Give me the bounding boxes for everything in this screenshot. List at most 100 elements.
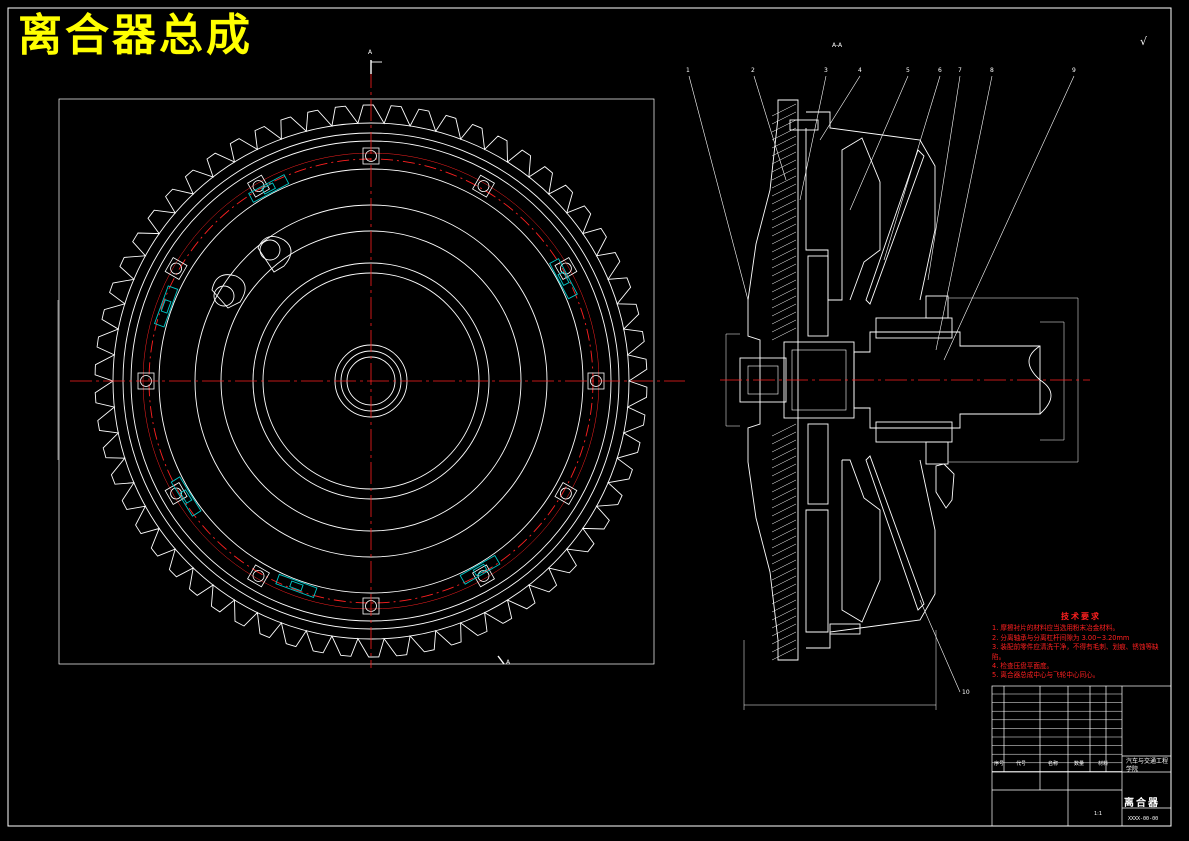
leader-line [943,75,1075,361]
hatch-line [771,263,797,277]
hatch-line [771,247,797,261]
leader-line [753,75,787,181]
hatch-line [771,199,797,213]
hatch-line [771,479,797,493]
leader-line [799,75,827,201]
bolt-head [164,257,188,280]
bolt-head [472,174,495,198]
tech-req-2: 2. 分离轴承与分离杠杆间隙为 3.00~3.20mm [992,633,1130,642]
hatch-line [771,487,797,501]
front-view [57,60,685,668]
callout-5: 5 [906,67,910,74]
leader-line [919,599,961,693]
strap-retainer [248,174,290,203]
bolt-head [164,482,188,505]
hatch-line [771,207,797,221]
retainer-slot [289,580,304,592]
bolt [472,174,495,198]
callout-8: 8 [990,67,994,74]
drawing-code: XXXX-00-00 [1128,816,1159,822]
tech-requirements-heading: 技术要求 [1061,612,1101,621]
hatch-line [771,639,797,653]
header-seq: 序号 [994,761,1005,767]
flywheel-hatch [771,103,797,661]
bolt-hole [560,262,572,275]
hatch-line [771,519,797,533]
hatch-line [771,551,797,565]
flywheel-section [747,99,799,661]
strap-retainers [153,174,578,599]
hatch-line [771,559,797,573]
bolt-head [247,564,270,588]
header-name: 名称 [1048,761,1059,767]
leader-lines [688,75,1075,693]
bolt-head [554,482,578,505]
callout-1: 1 [686,67,690,74]
section-cut-bottom [497,655,505,665]
header-code: 代号 [1016,761,1027,767]
section-mark-top: A [368,49,373,56]
hatch-line [771,495,797,509]
tech-requirements: 技术要求 1. 摩擦衬片的材料应当选用粉末冶金材料。 2. 分离轴承与分离杠杆间… [992,612,1170,681]
retainer-slot [557,271,570,287]
bolt [554,257,578,280]
leader-line [688,75,749,301]
hatch-line [771,447,797,461]
leader-line [927,75,961,281]
hatch-line [771,319,797,333]
hatch-line [771,303,797,317]
hatch-line [771,295,797,309]
tech-req-4: 4. 检查压盘平面度。 [992,662,1054,671]
parts-list-rows [992,693,1122,772]
hatch-line [771,567,797,581]
hatch-line [771,151,797,165]
hatch-line [771,535,797,549]
bolt [247,564,270,588]
hatch-line [771,503,797,517]
damper-window-top [807,255,829,337]
school-name: 汽车与交通工程学院 [1126,758,1169,773]
bolt-hole [477,570,490,582]
retainer-outline [170,476,202,517]
sheet-border [7,7,1172,827]
hatch-line [771,575,797,589]
bolt-hole [170,487,183,500]
hatch-line [771,231,797,245]
damper-window-bottom [807,423,829,505]
pressure-plate-section [805,128,881,633]
retainer-slot [472,563,488,577]
keyhole-hole-1 [259,239,281,261]
hatch-line [771,279,797,293]
retainer-outline [248,174,290,203]
keyhole-slot-1 [257,235,292,273]
hatch-line [771,175,797,189]
shaft-break [1028,345,1052,415]
hatch-line [771,191,797,205]
strap-retainer [275,573,318,599]
bolt-hole [252,570,265,582]
hatch-line [771,647,797,661]
retainer-outline [153,285,179,328]
callout-4: 4 [858,67,862,74]
keyhole-slot-2 [211,274,246,309]
hatch-line [771,543,797,557]
bolt [247,174,270,198]
hatch-line [771,607,797,621]
strap-retainer [549,258,578,300]
drawing-name: 离合器 [1124,798,1160,809]
hatch-line [771,527,797,541]
release-bearing [875,317,953,339]
hatch-line [771,511,797,525]
callout-6: 6 [938,67,942,74]
bolt [472,564,495,588]
header-material: 材料 [1098,761,1109,767]
hatch-line [771,423,797,437]
hatch-line [771,631,797,645]
hatch-line [771,111,797,125]
bearing-seat-bottom [925,441,949,465]
bolt-head [472,564,495,588]
bolt-hole [477,180,490,193]
keyhole-hole-2 [213,285,235,307]
bolt-hole [170,262,183,275]
bolt [164,257,188,280]
